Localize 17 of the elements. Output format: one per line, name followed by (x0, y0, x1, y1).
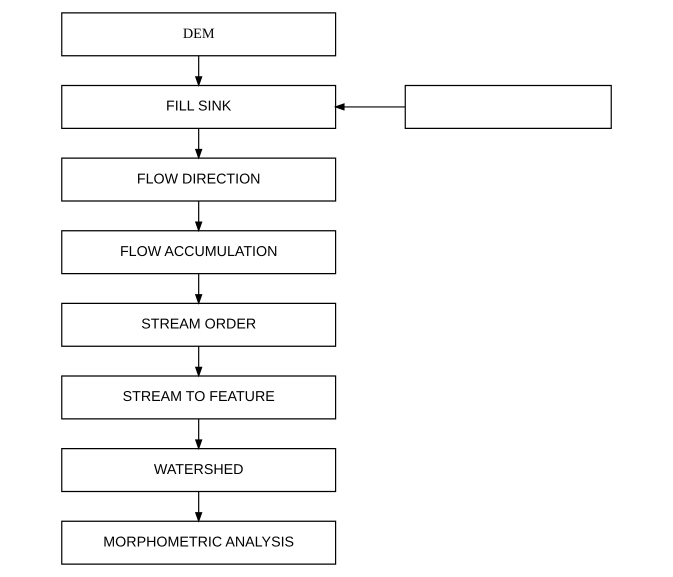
node-box: FLOW ACCUMULATION (61, 230, 336, 274)
arrow (194, 201, 202, 232)
arrow (194, 346, 202, 378)
arrow (194, 128, 202, 160)
node-box: FILL SINK (61, 84, 336, 129)
node-box: FLOW DIRECTION (61, 158, 336, 202)
arrow (194, 274, 202, 305)
arrow (194, 56, 202, 88)
arrow (334, 103, 406, 111)
arrow (194, 492, 202, 523)
node-box: MORPHOMETRIC ANALYSIS (61, 520, 336, 565)
node-box: WATERSHED (61, 448, 336, 492)
node-box: DEM (61, 12, 336, 56)
arrow (194, 418, 202, 450)
node-box: STREAM TO FEATURE (61, 375, 336, 420)
node-box: STREAM ORDER (61, 302, 336, 347)
node-box (404, 84, 612, 129)
